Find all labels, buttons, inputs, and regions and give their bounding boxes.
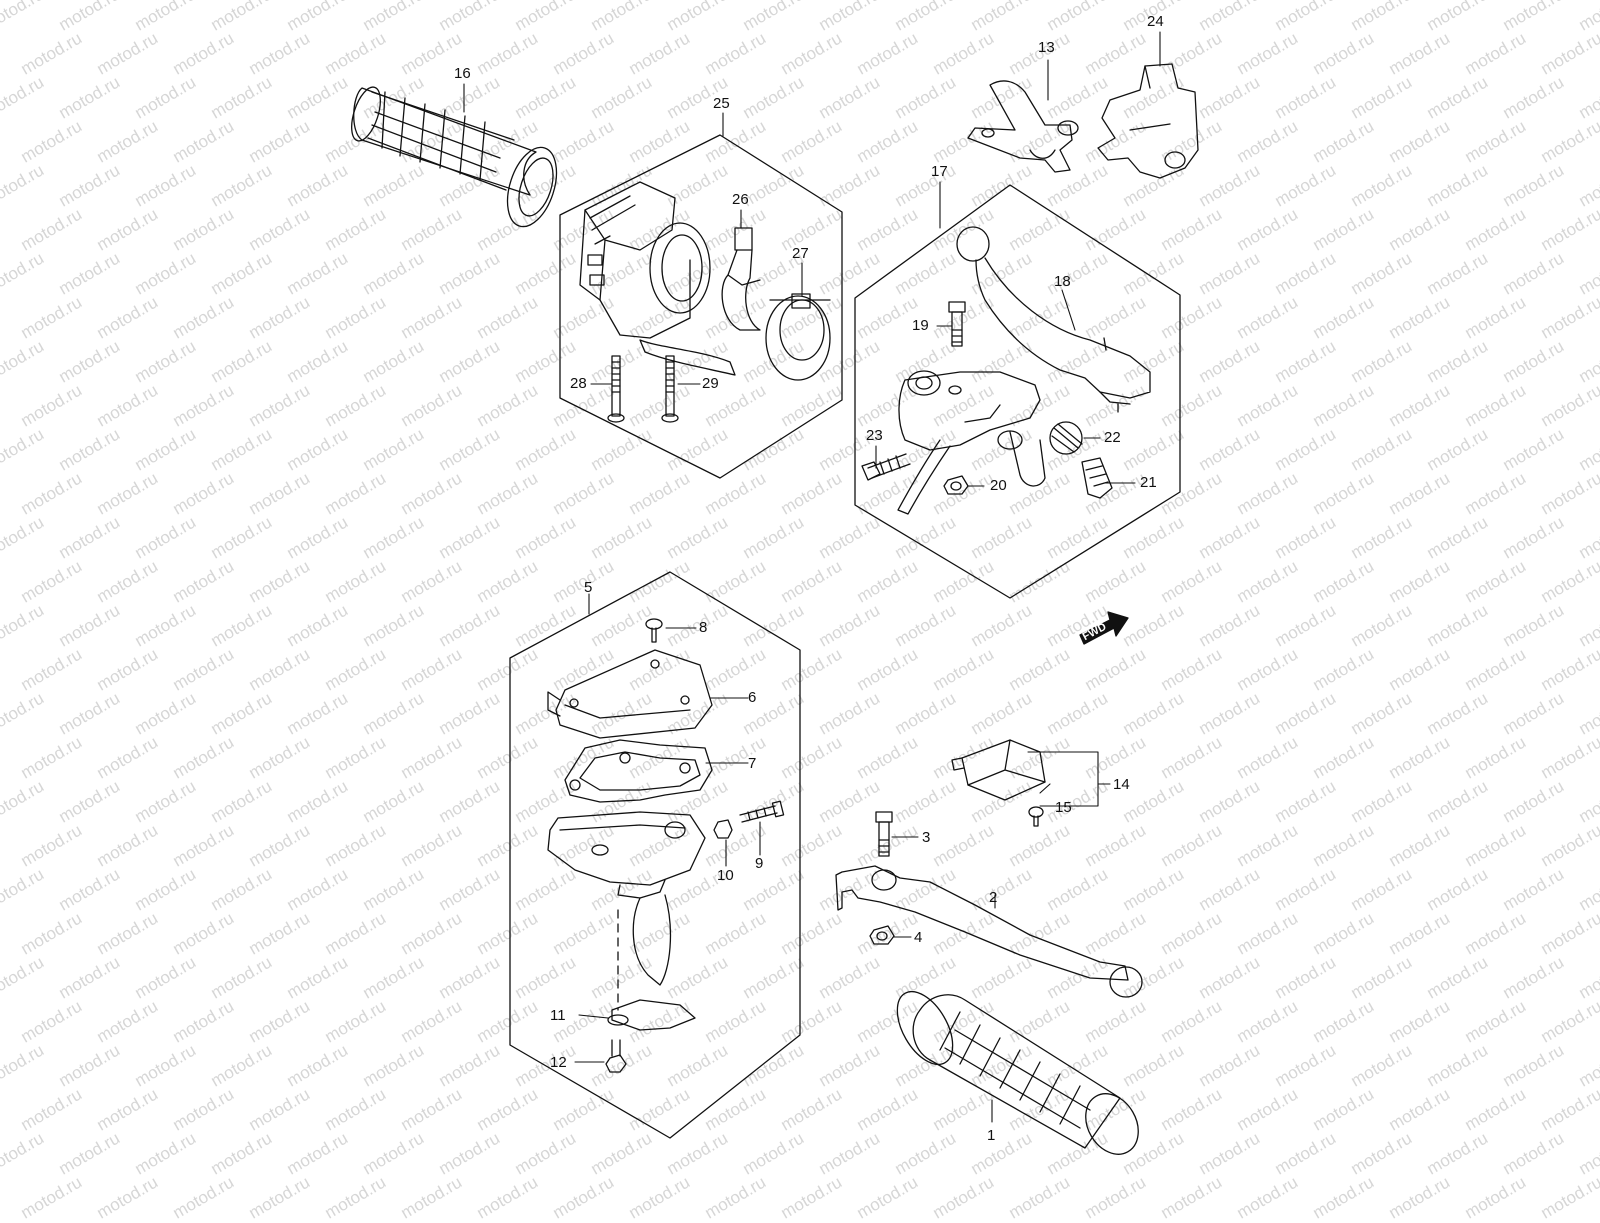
nut-20 (944, 476, 968, 494)
grip-16 (346, 84, 566, 233)
callout-21: 21 (1140, 474, 1157, 491)
reservoir-cover-6 (548, 650, 712, 738)
fwd-arrow (1080, 612, 1128, 644)
callout-4: 4 (914, 929, 923, 946)
bolt-9 (740, 801, 784, 822)
callout-18: 18 (1054, 273, 1071, 290)
callout-29: 29 (702, 375, 719, 392)
callout-15: 15 (1055, 799, 1072, 816)
bracket-13 (968, 81, 1078, 172)
group-outline-25 (559, 134, 843, 479)
callout-9: 9 (755, 855, 764, 872)
boot-21 (1082, 458, 1112, 498)
callout-13: 13 (1038, 39, 1055, 56)
grip-1 (886, 982, 1149, 1163)
callout-28: 28 (570, 375, 587, 392)
callout-14: 14 (1113, 776, 1130, 793)
callout-10: 10 (717, 867, 734, 884)
screw-15 (1029, 807, 1043, 826)
callout-6: 6 (748, 689, 757, 706)
master-cylinder-body (548, 812, 705, 1030)
lever-part-26 (722, 228, 760, 330)
ring-part-27 (766, 294, 830, 380)
pivot-bolt-3 (876, 812, 892, 856)
callout-5: 5 (584, 579, 593, 596)
bolt-12 (606, 1040, 626, 1072)
leader-lines (463, 31, 1161, 1123)
perch-body-17 (898, 371, 1045, 514)
group-outline-5 (509, 571, 801, 1139)
callout-26: 26 (732, 191, 749, 208)
callout-11: 11 (550, 1007, 566, 1024)
callout-17: 17 (931, 163, 948, 180)
callout-19: 19 (912, 317, 929, 334)
callout-3: 3 (922, 829, 931, 846)
washer-11 (608, 1015, 628, 1025)
pivot-bolt-19 (949, 302, 965, 346)
gasket-7 (565, 740, 712, 802)
lever-2 (836, 866, 1142, 997)
callout-2: 2 (989, 889, 998, 906)
callout-1: 1 (987, 1127, 996, 1144)
callout-20: 20 (990, 477, 1007, 494)
screw-8 (646, 619, 662, 642)
bolt-23 (862, 454, 910, 480)
callout-8: 8 (699, 619, 708, 636)
adjuster-22 (1050, 422, 1082, 454)
callout-22: 22 (1104, 429, 1121, 446)
callout-7: 7 (748, 755, 757, 772)
nut-10 (714, 820, 732, 838)
callout-16: 16 (454, 65, 471, 82)
callout-12: 12 (550, 1054, 567, 1071)
screw-28 (608, 356, 624, 422)
lever-18 (957, 227, 1150, 412)
callout-25: 25 (713, 95, 730, 112)
group-outline-17 (854, 184, 1181, 599)
callout-27: 27 (792, 245, 809, 262)
screw-29 (662, 356, 678, 422)
callout-23: 23 (866, 427, 883, 444)
nut-4 (870, 926, 894, 944)
switch-housing-25 (580, 182, 735, 375)
brake-switch-14 (952, 740, 1045, 800)
housing-24 (1098, 64, 1198, 178)
callout-24: 24 (1147, 13, 1164, 30)
